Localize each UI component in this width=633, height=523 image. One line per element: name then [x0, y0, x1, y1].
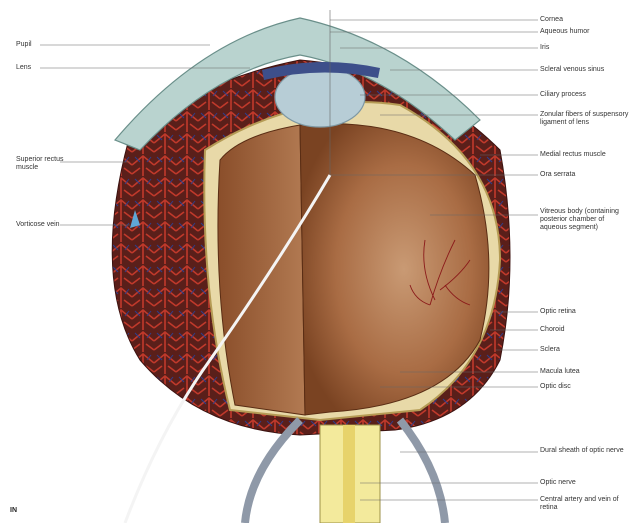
optic-nerve	[245, 420, 445, 523]
label-iris: Iris	[540, 44, 549, 52]
label-optic-retina: Optic retina	[540, 308, 576, 316]
label-lens: Lens	[16, 64, 31, 72]
label-superior-rectus: Superior rectus muscle	[16, 156, 66, 172]
label-optic-disc: Optic disc	[540, 383, 571, 391]
figure-number: IN	[10, 507, 17, 514]
label-ciliary-process: Ciliary process	[540, 91, 586, 99]
label-vorticose-vein: Vorticose vein	[16, 221, 60, 229]
label-sclera: Sclera	[540, 346, 560, 354]
cut-hemisphere	[218, 125, 305, 415]
label-dural-sheath: Dural sheath of optic nerve	[540, 447, 630, 455]
label-choroid: Choroid	[540, 326, 565, 334]
label-pupil: Pupil	[16, 41, 32, 49]
label-central-artery: Central artery and vein of retina	[540, 496, 630, 512]
label-macula-lutea: Macula lutea	[540, 368, 580, 376]
label-optic-nerve: Optic nerve	[540, 479, 576, 487]
label-zonular-fibers: Zonular fibers of suspensory ligament of…	[540, 111, 630, 127]
label-medial-rectus: Medial rectus muscle	[540, 151, 606, 159]
label-aqueous-humor: Aqueous humor	[540, 28, 589, 36]
label-cornea: Cornea	[540, 16, 563, 24]
label-ora-serrata: Ora serrata	[540, 171, 575, 179]
label-vitreous-body: Vitreous body (containing posterior cham…	[540, 208, 630, 232]
lens	[275, 67, 365, 127]
label-scleral-venous-sinus: Scleral venous sinus	[540, 66, 604, 74]
